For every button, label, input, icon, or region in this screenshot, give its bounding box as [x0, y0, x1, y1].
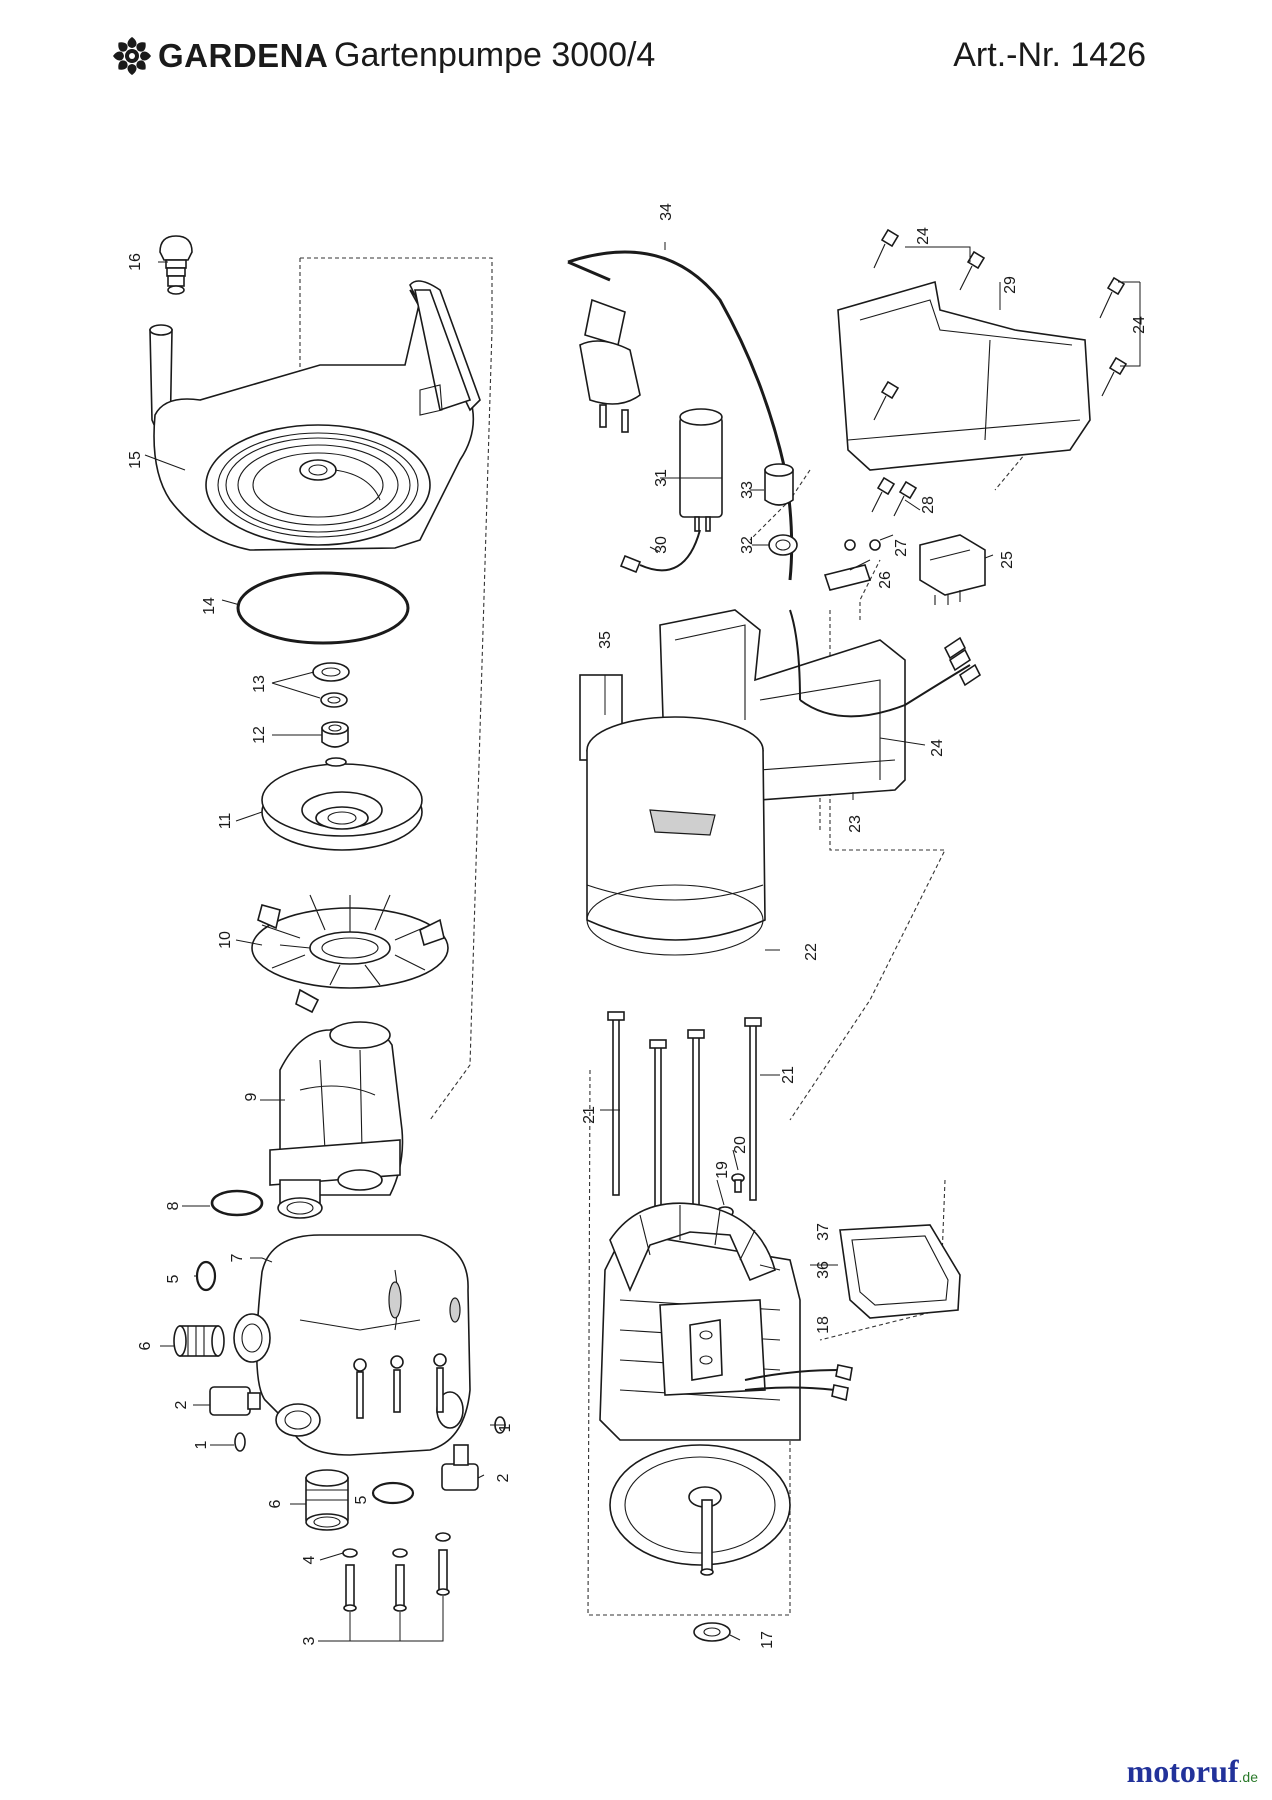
callout-30: 30	[653, 536, 670, 554]
leader-lines	[144, 242, 1141, 1642]
part-3-screws	[343, 1549, 450, 1612]
callout-2-right: 2	[495, 1473, 512, 1482]
part-4-washers	[342, 1532, 451, 1558]
callout-17: 17	[759, 1631, 776, 1649]
part-11-diffuser-plate	[261, 757, 423, 851]
callout-28: 28	[920, 496, 937, 514]
product-title: Gartenpumpe 3000/4	[334, 36, 656, 74]
part-2-drain-plug-left	[209, 1386, 261, 1416]
page-header: GARDENA Gartenpumpe 3000/4 Art.-Nr. 1426	[0, 0, 1272, 110]
part-10-impeller	[251, 894, 449, 1014]
part-32-grommet	[768, 534, 798, 556]
part-9-ejector	[269, 1021, 404, 1219]
part-1-seal-left	[234, 1432, 246, 1452]
part-29-terminal-cover	[837, 280, 1091, 471]
callout-5-lower: 5	[353, 1495, 370, 1504]
callout-15: 15	[127, 451, 144, 469]
part-37-gasket	[839, 1224, 961, 1319]
callout-7: 7	[229, 1253, 246, 1262]
part-16-plug	[159, 235, 193, 295]
callout-37: 37	[815, 1223, 832, 1241]
part-36-motor-fan	[609, 1202, 776, 1293]
callout-5-upper: 5	[165, 1274, 182, 1283]
part-6-connector-top	[173, 1325, 225, 1357]
part-26-cable-clamp	[823, 564, 872, 591]
part-27-washers	[844, 539, 881, 551]
part-28-screws	[871, 476, 918, 517]
article-number: Art.-Nr. 1426	[953, 36, 1146, 74]
part-7-pump-housing	[233, 1234, 471, 1456]
callout-9: 9	[243, 1092, 260, 1101]
part-34-power-cable	[567, 250, 794, 581]
callout-24-right: 24	[1131, 316, 1148, 334]
watermark-tld: .de	[1238, 1769, 1258, 1785]
part-21-tie-rods	[607, 1011, 762, 1226]
gardena-logo: GARDENA	[112, 36, 328, 76]
callout-4: 4	[301, 1555, 318, 1564]
motoruf-watermark: motoruf.de	[1127, 1753, 1258, 1790]
watermark-main: motoruf	[1126, 1753, 1239, 1789]
callout-18: 18	[815, 1316, 832, 1334]
callout-29: 29	[1002, 276, 1019, 294]
callout-33: 33	[739, 481, 756, 499]
part-14-o-ring	[236, 571, 410, 645]
callout-35: 35	[597, 631, 614, 649]
callout-36: 36	[815, 1261, 832, 1279]
callout-22: 22	[803, 943, 820, 961]
callout-21-right: 21	[780, 1066, 797, 1084]
part-33-cable-gland	[764, 463, 794, 506]
callout-20: 20	[732, 1136, 749, 1154]
part-2-drain-plug-right	[441, 1444, 479, 1491]
callout-8: 8	[165, 1201, 182, 1210]
part-22-fan-cover	[586, 716, 766, 956]
callout-12: 12	[251, 726, 268, 744]
callout-25: 25	[999, 551, 1016, 569]
callout-1-right: 1	[497, 1423, 514, 1432]
part-30-cable	[619, 529, 701, 574]
callout-19: 19	[714, 1161, 731, 1179]
part-18-motor	[599, 1234, 853, 1576]
callout-11: 11	[217, 813, 234, 830]
callout-6-upper: 6	[137, 1341, 154, 1350]
callout-26: 26	[877, 571, 894, 589]
part-12-bushing	[321, 721, 349, 748]
part-24-screws	[861, 228, 1128, 765]
callout-1-left: 1	[193, 1440, 210, 1449]
part-8-o-ring	[210, 1189, 264, 1217]
callout-34: 34	[658, 203, 675, 221]
brand-name: GARDENA	[158, 37, 329, 74]
callout-24-top: 24	[915, 227, 932, 245]
callout-16: 16	[127, 253, 144, 271]
callout-24-lower: 24	[929, 739, 946, 757]
callout-21-left: 21	[581, 1106, 598, 1124]
callout-32: 32	[739, 536, 756, 554]
part-25-switch	[919, 534, 986, 605]
part-15-pump-cover	[149, 280, 481, 551]
part-17-washer	[693, 1622, 731, 1642]
callout-labels: 16 15 14 13 12 11 10 9 8 7 5 6 2 1 6 5 4…	[127, 203, 1148, 1649]
callout-6-lower: 6	[267, 1499, 284, 1508]
callout-27: 27	[893, 539, 910, 557]
callout-2-left: 2	[173, 1400, 190, 1409]
part-6-connector-bottom	[305, 1469, 349, 1531]
callout-31: 31	[653, 469, 670, 487]
callout-3: 3	[301, 1636, 318, 1645]
callout-14: 14	[201, 597, 218, 615]
gardena-flower-icon	[113, 37, 151, 75]
callout-10: 10	[217, 931, 234, 949]
part-31-capacitor	[679, 408, 723, 532]
callout-23: 23	[847, 815, 864, 833]
callout-13: 13	[251, 675, 268, 693]
part-13-seal-rings	[312, 662, 350, 708]
part-20-screw	[731, 1173, 745, 1193]
